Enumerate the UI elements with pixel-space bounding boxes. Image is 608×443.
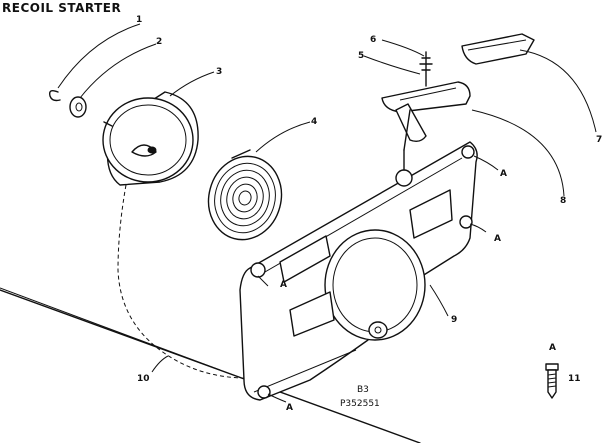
part-9-starter-housing [239, 141, 478, 401]
callout-10: 10 [137, 374, 150, 384]
part-7-handle-insert [461, 33, 535, 65]
callout-numbers: 1 2 3 4 5 6 7 8 9 10 11 [136, 15, 602, 384]
drawing-code-line-1: B3 [357, 385, 369, 395]
part-8-starter-handle [381, 81, 471, 143]
part-1-retaining-clip [48, 89, 61, 102]
diagram-title: RECOIL STARTER [2, 1, 121, 15]
fastener-reference-labels: A A A A A [280, 169, 556, 413]
leader-lines [57, 23, 597, 403]
part-2-washer [69, 96, 87, 118]
ref-a-legend: A [549, 343, 556, 353]
rope-guide [395, 149, 413, 187]
part-5-6-rope-and-knot [403, 51, 433, 151]
callout-8: 8 [560, 196, 566, 206]
part-10-starter-rope [117, 184, 256, 379]
ref-a-bottom: A [286, 403, 293, 413]
callout-7: 7 [596, 135, 602, 145]
callout-11: 11 [568, 374, 581, 384]
part-3-pulley [102, 91, 199, 186]
callout-2: 2 [156, 37, 162, 47]
callout-1: 1 [136, 15, 142, 25]
callout-6: 6 [370, 35, 376, 45]
drawing-code: B3 P352551 [340, 385, 380, 409]
part-11-screw [545, 363, 559, 399]
ref-a-left: A [280, 280, 287, 290]
ref-a-right: A [494, 234, 501, 244]
callout-3: 3 [216, 67, 222, 77]
drawing-code-line-2: P352551 [340, 399, 380, 409]
callout-9: 9 [451, 315, 457, 325]
callout-4: 4 [311, 117, 317, 127]
callout-5: 5 [358, 51, 364, 61]
ref-a-top: A [500, 169, 507, 179]
part-4-recoil-spring [207, 149, 283, 241]
saw-body-outline [0, 287, 421, 443]
